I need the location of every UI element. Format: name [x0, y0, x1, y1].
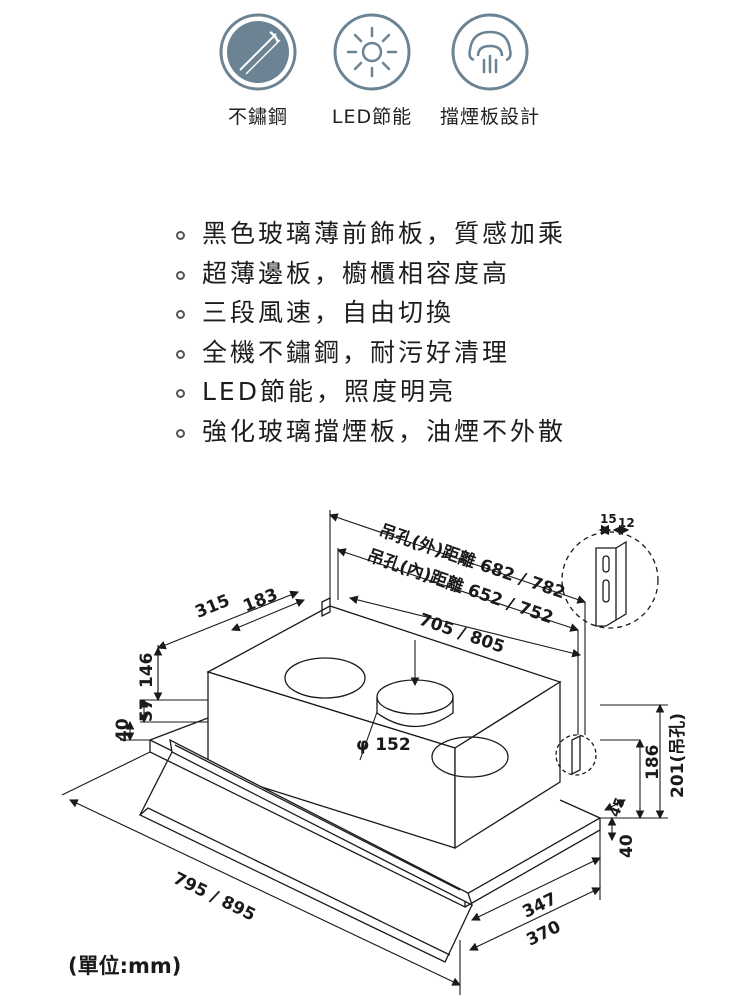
feature-label: 擋煙板設計: [439, 106, 540, 128]
list-item: 三段風速，自由切換: [170, 293, 566, 333]
bullet-icon: [176, 231, 185, 240]
list-item: LED節能，照度明亮: [170, 372, 566, 412]
hanging-hole-detail: [555, 524, 659, 776]
dim-total-width: 795 / 895: [170, 869, 259, 926]
unit-note: (單位:mm): [68, 954, 182, 978]
list-item-text: 全機不鏽鋼，耐污好清理: [202, 337, 511, 367]
dim-duct-diameter: φ 152: [356, 735, 411, 755]
list-item-text: LED節能，照度明亮: [202, 377, 456, 406]
dim-hole-15: 15: [600, 512, 617, 526]
feature-led: LED節能: [317, 12, 427, 132]
dim-height-57: 57: [137, 698, 157, 722]
dim-height-201: 201(吊孔): [668, 713, 688, 798]
feature-icons: 不鏽鋼 LED節能: [0, 0, 750, 180]
baffle-plate-icon: [451, 13, 529, 91]
feature-stainless: 不鏽鋼: [203, 12, 313, 132]
dim-hole-12: 12: [618, 516, 635, 530]
bullet-icon: [176, 389, 185, 398]
range-hood-dimension-diagram: 吊孔(外)距離 682 / 782 吊孔(內)距離 652 / 752 705 …: [61, 510, 688, 995]
led-icon: [333, 13, 411, 91]
dimension-lines: [61, 510, 668, 995]
list-item: 全機不鏽鋼，耐污好清理: [170, 333, 566, 373]
list-item-text: 強化玻璃擋煙板，油煙不外散: [202, 416, 567, 446]
list-item: 強化玻璃擋煙板，油煙不外散: [170, 412, 566, 452]
dim-depth-315: 315: [192, 591, 232, 623]
stainless-steel-icon: [219, 13, 297, 91]
bullet-icon: [176, 428, 185, 438]
list-item: 黑色玻璃薄前飾板，質感加乘: [170, 214, 566, 254]
dim-height-40-right: 40: [617, 834, 637, 858]
list-item: 超薄邊板，櫥櫃相容度高: [170, 254, 566, 294]
feature-label: 不鏽鋼: [227, 106, 288, 128]
bullet-icon: [176, 349, 185, 359]
feature-baffle: 擋煙板設計: [431, 12, 549, 132]
bullet-icon: [176, 310, 185, 319]
list-item-text: 超薄邊板，櫥櫃相容度高: [202, 258, 511, 288]
dim-45: 45: [607, 795, 629, 819]
list-item-text: 三段風速，自由切換: [202, 298, 455, 327]
dim-height-146: 146: [137, 653, 157, 689]
list-item-text: 黑色玻璃薄前飾板，質感加乘: [202, 219, 567, 248]
feature-bullet-list: 黑色玻璃薄前飾板，質感加乘 超薄邊板，櫥櫃相容度高 三段風速，自由切換 全機不鏽…: [170, 214, 566, 451]
dim-height-186: 186: [643, 745, 663, 781]
dim-height-40-left: 40: [113, 718, 133, 742]
bullet-icon: [176, 270, 185, 280]
feature-label: LED節能: [331, 106, 413, 128]
